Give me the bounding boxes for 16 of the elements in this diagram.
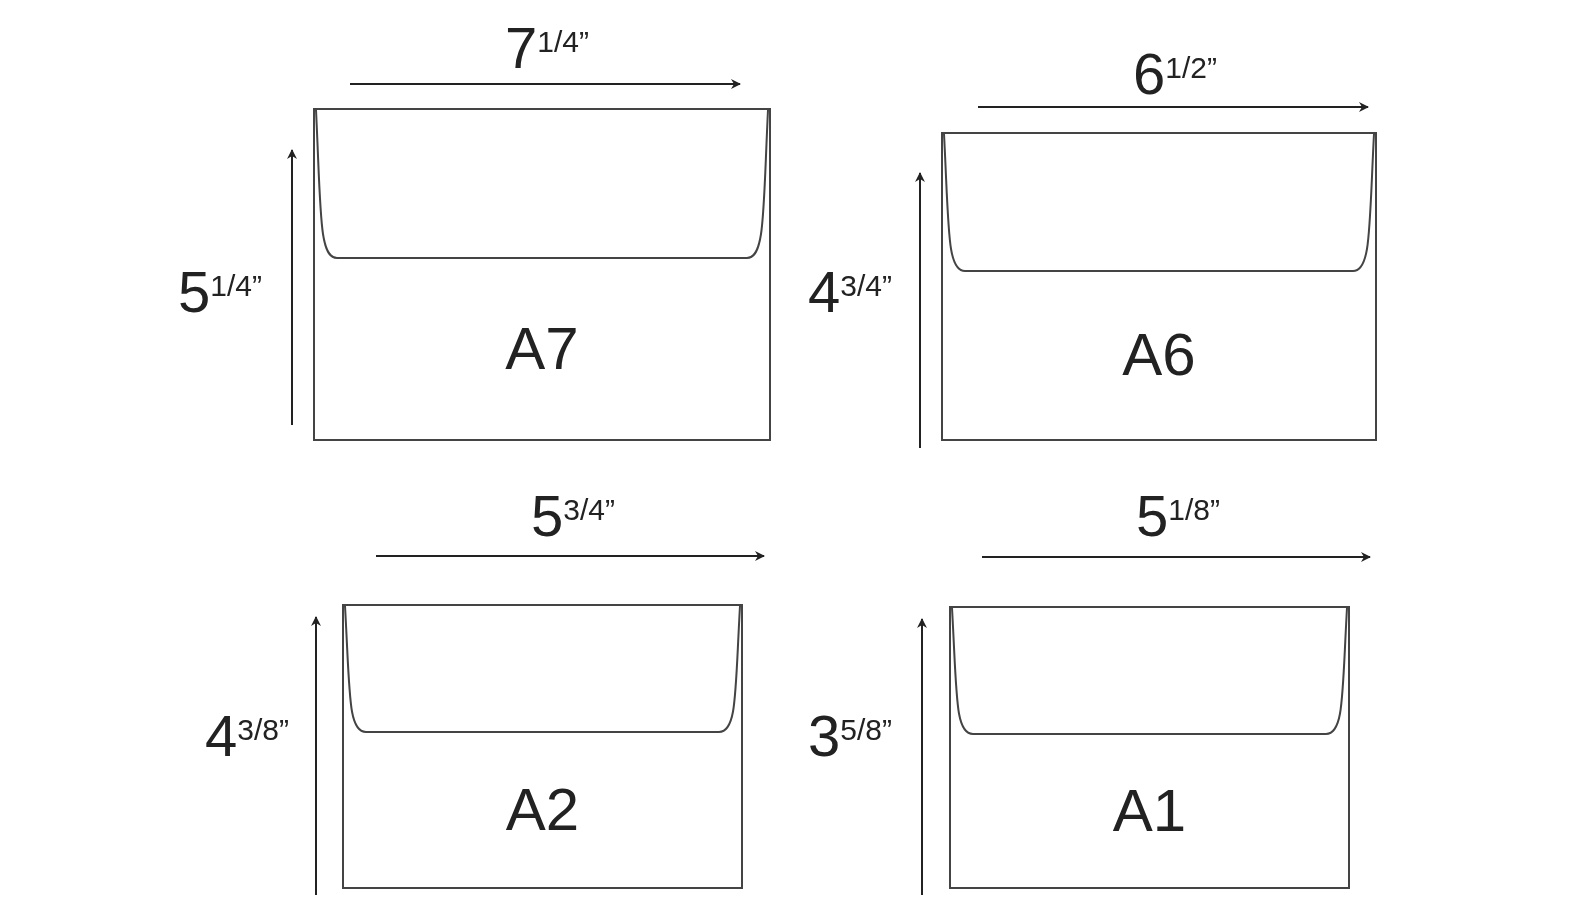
dimension-label: 7$^{1/4”}$ <box>505 18 589 78</box>
dimension-label: 5$^{1/4”}$ <box>178 262 262 322</box>
dimension-label: 5$^{3/4”}$ <box>531 486 615 546</box>
dimension-label: 6$^{1/2”}$ <box>1133 44 1217 104</box>
envelope-size-label: A7 <box>504 319 580 379</box>
dimension-label: 5$^{1/8”}$ <box>1136 486 1220 546</box>
envelope <box>941 132 1377 441</box>
dimension-label: 3$^{5/8”}$ <box>808 706 892 766</box>
envelope <box>949 606 1350 889</box>
dimension-label: 4$^{3/4”}$ <box>808 262 892 322</box>
envelope-size-label: A6 <box>1121 325 1197 385</box>
envelope <box>313 108 771 441</box>
envelope-size-label: A1 <box>1111 781 1188 841</box>
envelope <box>342 604 743 889</box>
envelope-size-label: A2 <box>504 780 581 840</box>
dimension-label: 4$^{3/8”}$ <box>205 706 289 766</box>
